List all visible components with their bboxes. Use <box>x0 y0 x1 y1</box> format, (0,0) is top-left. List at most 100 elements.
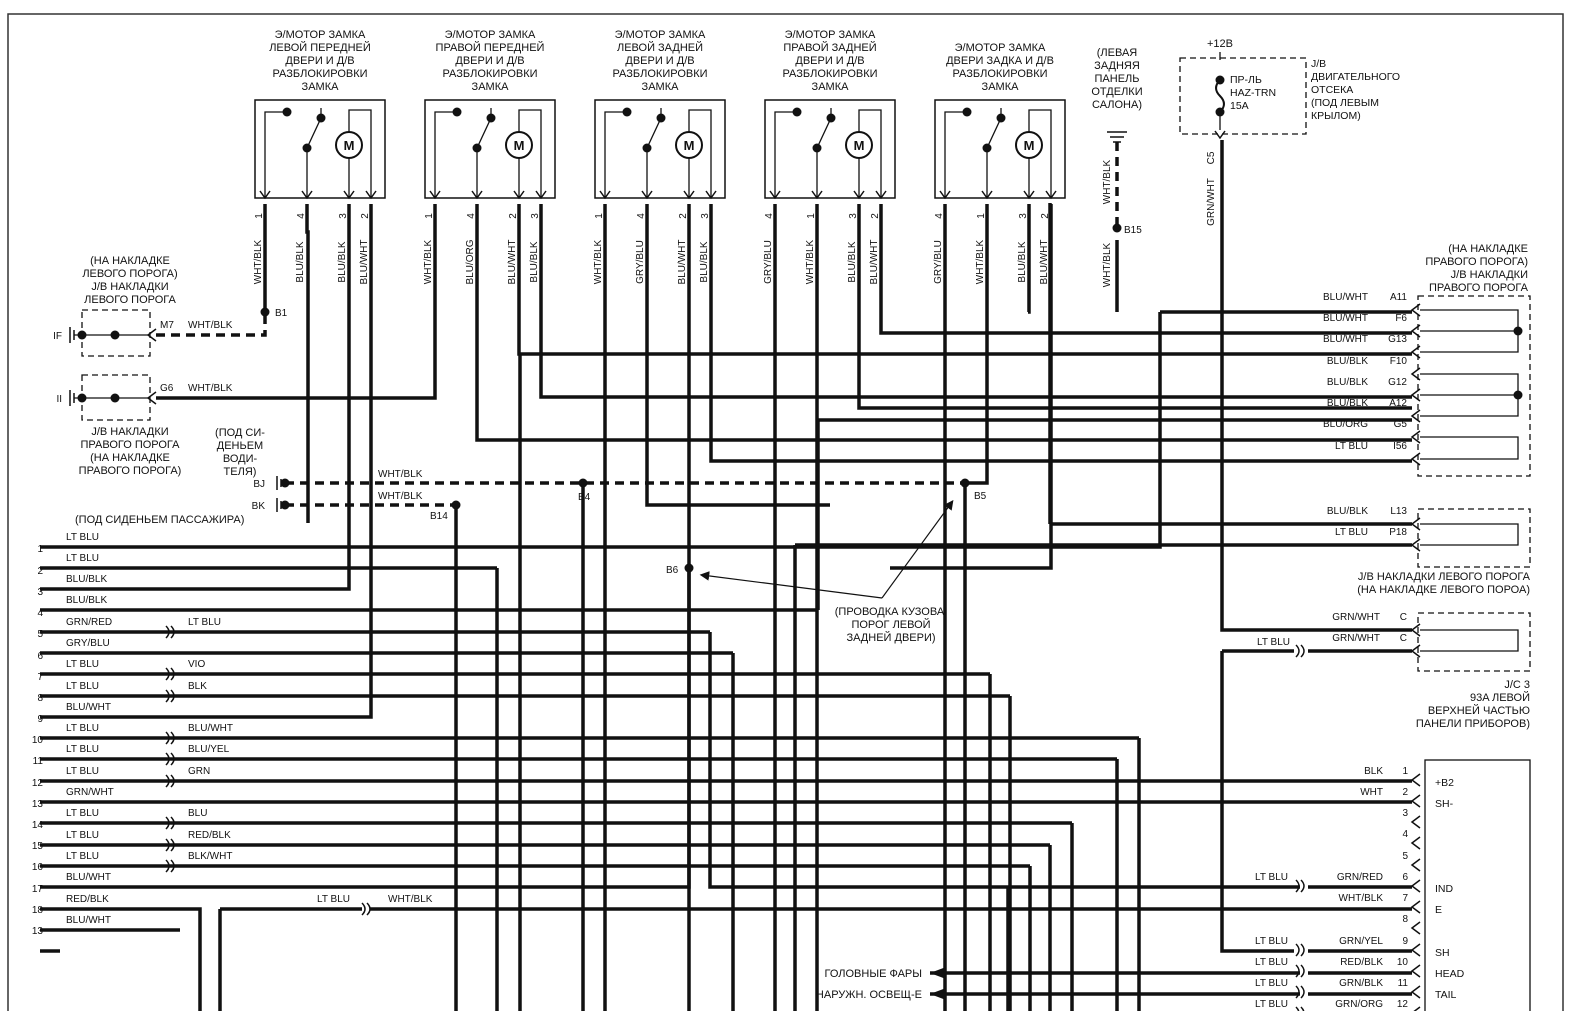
jc3-wire-color: GRN/WHT <box>1332 633 1380 644</box>
bk-label: BK <box>252 501 266 512</box>
left-pin-wire-color: GRN/RED <box>66 617 112 628</box>
jc3-pin <box>1410 623 1421 637</box>
motor-2-motor-symbol: M <box>514 138 525 153</box>
left-pin-number: 13 <box>32 799 44 810</box>
left-sill-jb-label-bottom-line: J/B НАКЛАДКИ <box>91 426 168 438</box>
left-pin-wire-color: BLU/WHT <box>66 915 111 926</box>
left-pin-number: 5 <box>37 629 43 640</box>
module-terminal-label: E <box>1435 904 1442 916</box>
motor-5-pin <box>981 190 993 200</box>
m7-wire <box>156 312 267 337</box>
motor-4-switch-blade <box>816 117 832 149</box>
right-sill-pin-id: I56 <box>1393 441 1407 452</box>
left-sill2-bus <box>1420 523 1519 546</box>
motor-4-contact <box>774 111 797 198</box>
motor-4-motor-icon <box>845 131 873 159</box>
pin17-left <box>40 907 202 1011</box>
body-wiring-note-line: ЗАДНЕЙ ДВЕРИ) <box>846 631 935 644</box>
motor-1-switch-point <box>302 143 312 153</box>
jc3-wire-color: GRN/WHT <box>1332 612 1380 623</box>
module-pin-number: 2 <box>1402 787 1408 798</box>
engine-jb-label-line: (ПОД ЛЕВЫМ <box>1311 97 1379 109</box>
left-sill-jb2-box <box>1417 508 1531 568</box>
right-sill-pin-id: F6 <box>1395 313 1407 324</box>
left-pin-wire-color: LT BLU <box>66 681 99 692</box>
body-wiring-note-line: ПОРОГ ЛЕВОЙ <box>851 618 930 631</box>
module-pin9-feed <box>1220 651 1294 953</box>
right-sill-jb-label-line: J/B НАКЛАДКИ <box>1451 269 1528 281</box>
motor-5-title-line: ЗАМКА <box>982 81 1020 93</box>
module-splice <box>1300 943 1305 957</box>
panel-ground-label-line: САЛОНА) <box>1092 99 1142 111</box>
left-sill-jb-label-top-line: ЛЕВОГО ПОРОГА <box>84 294 176 306</box>
motor-2-pin <box>471 190 483 200</box>
module-pin-number: 5 <box>1402 851 1408 862</box>
left-pin-wire-color: RED/BLK <box>66 894 109 905</box>
panel-ground-label-line: (ЛЕВАЯ <box>1097 47 1138 59</box>
module-splice <box>1300 1006 1305 1011</box>
right-sill-pin <box>1410 367 1421 381</box>
m4-pin3-wire <box>857 204 1412 410</box>
left-pin-number: 18 <box>32 905 44 916</box>
left-pin-number: 6 <box>37 651 43 662</box>
motor-4-title-line: Э/МОТОР ЗАМКА <box>785 29 876 41</box>
motor-3-pin <box>705 190 717 200</box>
module-pin-number: 10 <box>1397 957 1409 968</box>
module-wire-color: GRN/BLK <box>1339 978 1383 989</box>
m2-pin4-wire <box>475 204 1412 442</box>
seat-ground-node <box>280 500 290 510</box>
module-pin-number: 3 <box>1402 808 1408 819</box>
module-left-color: LT BLU <box>1255 872 1288 883</box>
left-pin-number: 13 <box>32 926 44 937</box>
motor-4-wire-color: BLU/BLK <box>847 241 858 282</box>
module-pin <box>1410 836 1421 850</box>
module-splice <box>1295 943 1300 957</box>
left-pin-splice <box>170 689 175 703</box>
right-sill-pin-id: A11 <box>1390 292 1407 303</box>
module-pin <box>1410 794 1421 808</box>
passenger-seat-label: (ПОД СИДЕНЬЕМ ПАССАЖИРА) <box>75 514 244 526</box>
left-sill-jb-label-top-line: ЛЕВОГО ПОРОГА) <box>82 268 177 280</box>
c5-wire-color: GRN/WHT <box>1206 178 1217 226</box>
right-sill-node <box>1513 390 1523 400</box>
motor-2-wire-color: BLU/WHT <box>507 240 518 285</box>
module-splice <box>1295 964 1300 978</box>
motor-3-wire-color: GRY/BLU <box>635 240 646 284</box>
control-module-box <box>1424 759 1531 1011</box>
motor-4-pin <box>811 190 823 200</box>
motor-5-motor-symbol: M <box>1024 138 1035 153</box>
right-sill-pin <box>1410 452 1421 466</box>
left-pin-spliced-color: VIO <box>188 659 205 670</box>
fuse-icon <box>1215 79 1225 113</box>
module-terminal-label: TAIL <box>1435 989 1457 1001</box>
left-pin-number: 1 <box>37 544 43 555</box>
motor-1-wire-color: BLU/WHT <box>359 240 370 285</box>
motor-4-switch-point <box>812 143 822 153</box>
motor-3-title-line: РАЗБЛОКИРОВКИ <box>612 68 707 80</box>
module-splice <box>1300 879 1305 893</box>
left-sill-pin-id: M7 <box>160 320 174 331</box>
motor-3-pin <box>599 190 611 200</box>
module-terminal-label: HEAD <box>1435 968 1465 980</box>
left-sill-jb-node <box>110 393 120 403</box>
m2-pin1-wire <box>156 204 437 400</box>
pin1-wire <box>40 312 1162 549</box>
motor-3-switch-point <box>642 143 652 153</box>
right-sill-pin <box>1410 324 1421 338</box>
jc3-label-line: J/C 3 <box>1504 679 1530 691</box>
left-pin-splice <box>165 838 170 852</box>
module-terminal-label: SH <box>1435 947 1450 959</box>
motor-1-contact <box>264 111 287 198</box>
motor-5-title-line: ДВЕРИ ЗАДКА И Д/В <box>946 55 1054 67</box>
motor-5-switch-blade <box>986 117 1002 149</box>
module-splice <box>1295 879 1300 893</box>
motor-2-pin <box>513 190 525 200</box>
motor-3-pin-number: 3 <box>700 213 711 219</box>
module-pin <box>1410 921 1421 935</box>
motor-3-title-line: ДВЕРИ И Д/В <box>625 55 694 67</box>
motor-5-pin <box>1045 190 1057 200</box>
left-sill-jb-label-top-line: (НА НАКЛАДКЕ <box>90 255 170 267</box>
b15-wire-bottom: WHT/BLK <box>1102 242 1113 287</box>
left-pin-splice <box>170 667 175 681</box>
